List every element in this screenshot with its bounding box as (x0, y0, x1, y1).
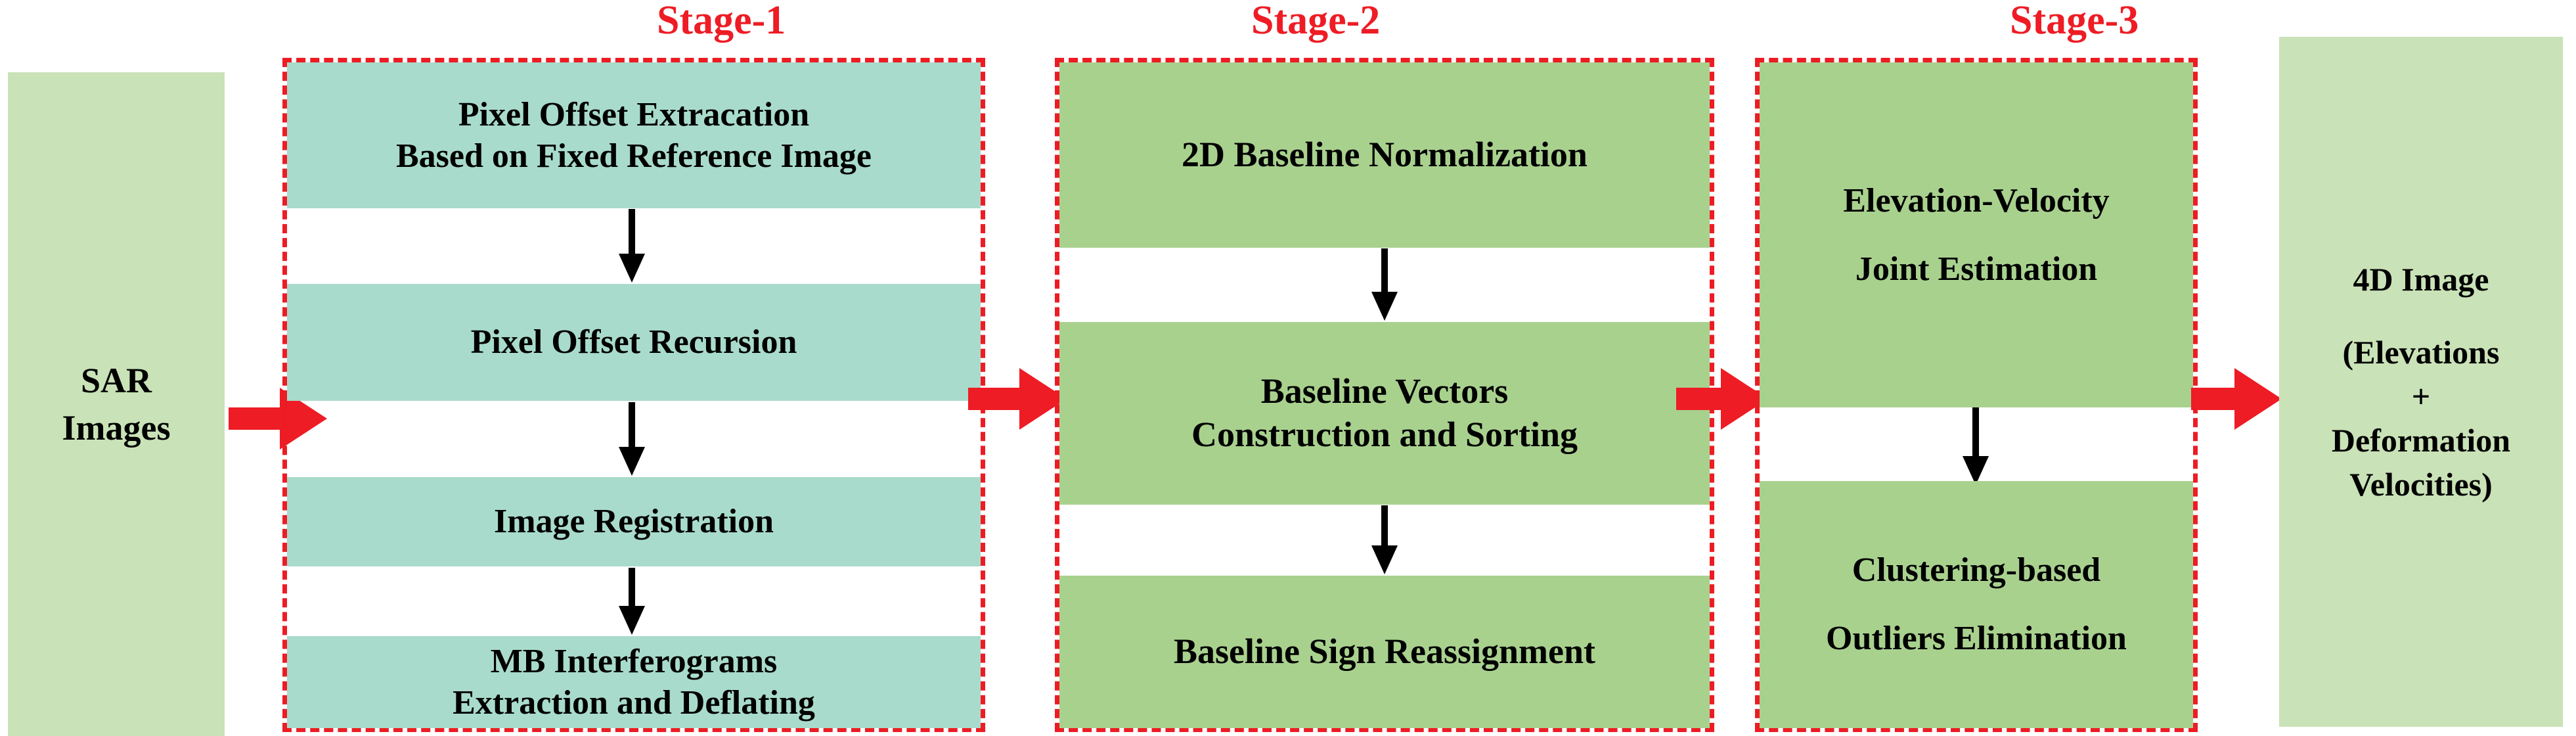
output-panel-line-4: Deformation (2331, 421, 2511, 459)
arrow-head (619, 447, 645, 476)
output-panel-line-2: (Elevations (2342, 333, 2500, 371)
input-panel-sar-images: SAR Images (8, 72, 225, 736)
stage-3-step-1-line-1: Elevation-Velocity (1843, 181, 2110, 219)
arrow-stage-1-to-stage-2 (968, 368, 1067, 430)
stage-2-title: Stage-2 (1251, 0, 1381, 43)
stage-1-step-1-line-2: Based on Fixed Reference Image (395, 137, 872, 175)
stage-3-title: Stage-3 (2010, 0, 2139, 43)
arrow-shaft (1972, 407, 1979, 459)
arrow-head (1963, 456, 1989, 485)
arrow-s3-step1-to-step2 (1943, 407, 2009, 485)
arrow-s2-step1-to-step2 (1352, 248, 1417, 321)
arrow-shaft (629, 568, 635, 610)
arrow-stage-3-to-output (2191, 368, 2282, 430)
stage-1-step-2: Pixel Offset Recursion (287, 284, 981, 401)
arrow-head (619, 606, 645, 635)
arrow-shaft (1381, 505, 1388, 550)
arrow-shaft (629, 402, 635, 451)
stage-2-step-2: Baseline Vectors Construction and Sortin… (1059, 322, 1710, 505)
arrow-head (2234, 368, 2282, 430)
stage-1-step-2-line-1: Pixel Offset Recursion (470, 323, 797, 361)
stage-1-step-4-line-1: MB Interferograms (490, 642, 778, 680)
arrow-stage-2-to-stage-3 (1676, 368, 1768, 430)
output-panel-line-1: 4D Image (2353, 260, 2489, 298)
arrow-s1-step2-to-step3 (599, 402, 665, 476)
stage-2-step-2-line-2: Construction and Sorting (1191, 415, 1578, 454)
stage-3-step-1: Elevation-Velocity Joint Estimation (1760, 62, 2193, 407)
arrow-head (619, 254, 645, 283)
stage-3-step-2: Clustering-based Outliers Elimination (1760, 481, 2193, 728)
arrow-shaft (229, 407, 288, 430)
stage-2-step-1-line-1: 2D Baseline Normalization (1182, 135, 1588, 175)
arrow-head (1371, 545, 1398, 574)
stage-2-step-3-line-1: Baseline Sign Reassignment (1173, 632, 1596, 672)
arrow-s1-step1-to-step2 (599, 209, 665, 283)
input-panel-line-2: Images (62, 408, 171, 448)
stage-1-title: Stage-1 (657, 0, 786, 43)
arrow-s1-step3-to-step4 (599, 568, 665, 635)
output-panel-line-3: + (2411, 377, 2431, 415)
arrow-shaft (1381, 248, 1388, 296)
output-panel-4d-image: 4D Image (Elevations + Deformation Veloc… (2279, 37, 2563, 727)
stage-3-step-2-line-2: Outliers Elimination (1826, 620, 2127, 657)
stage-1-step-4-line-2: Extraction and Deflating (453, 684, 815, 722)
stage-2-step-2-line-1: Baseline Vectors (1260, 371, 1509, 411)
stage-1-step-3-line-1: Image Registration (493, 503, 774, 541)
input-panel-line-1: SAR (80, 360, 152, 400)
stage-3-step-1-line-2: Joint Estimation (1855, 250, 2098, 288)
stage-2-step-3: Baseline Sign Reassignment (1059, 576, 1710, 728)
stage-1-step-1: Pixel Offset Extracation Based on Fixed … (287, 62, 981, 208)
output-panel-line-5: Velocities) (2349, 465, 2493, 503)
stage-2-step-1: 2D Baseline Normalization (1059, 62, 1710, 248)
stage-3-step-2-line-1: Clustering-based (1852, 551, 2101, 589)
arrow-shaft (968, 388, 1027, 410)
arrow-s2-step2-to-step3 (1352, 505, 1417, 574)
stage-1-step-4: MB Interferograms Extraction and Deflati… (287, 636, 981, 728)
stage-1-step-3: Image Registration (287, 477, 981, 566)
arrow-shaft (629, 209, 635, 258)
arrow-head (1371, 292, 1398, 321)
stage-1-step-1-line-1: Pixel Offset Extracation (458, 95, 810, 133)
